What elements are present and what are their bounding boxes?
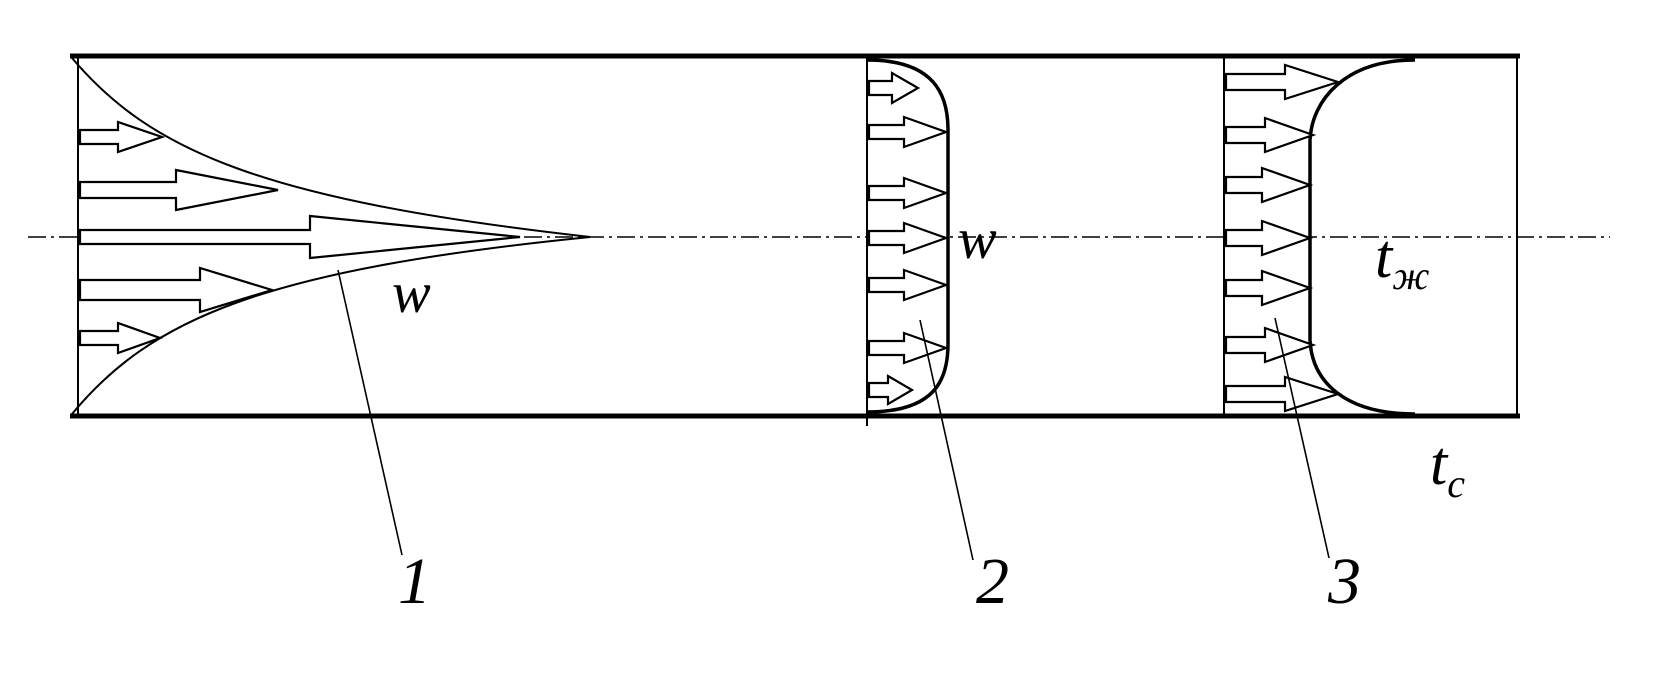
callout-1: 1 <box>398 545 431 618</box>
leader-line-3 <box>1274 317 1330 559</box>
arrow-icon <box>78 214 521 260</box>
profile-3-arrows <box>1224 63 1342 413</box>
profile-1-arrows <box>78 120 521 355</box>
callout-2: 2 <box>976 545 1009 618</box>
velocity-label-2: w <box>958 206 997 271</box>
boundary-layer-lower <box>71 236 591 415</box>
arrow-icon <box>1224 63 1342 101</box>
arrow-icon <box>867 71 921 105</box>
fluid-temperature-subscript: ж <box>1392 253 1429 298</box>
arrow-icon <box>1224 326 1317 364</box>
arrow-icon <box>867 331 950 365</box>
fluid-temperature-base: t <box>1375 223 1394 291</box>
arrow-icon <box>78 321 164 355</box>
arrow-icon <box>1224 269 1314 307</box>
section-lines <box>77 56 1518 426</box>
velocity-profile-2-curve <box>866 58 950 414</box>
arrow-icon <box>867 268 950 302</box>
arrow-icon <box>867 374 915 406</box>
leader-line-1 <box>337 269 403 556</box>
arrow-icon <box>78 168 279 212</box>
boundary-layer-upper <box>71 57 591 238</box>
wall-temperature-label: tc <box>1430 430 1465 506</box>
wall-temperature-base: t <box>1430 430 1449 498</box>
arrow-icon <box>867 115 950 149</box>
arrow-icon <box>867 221 950 255</box>
profile-2-arrows <box>867 71 950 406</box>
fluid-temperature-label: tж <box>1375 223 1429 298</box>
temperature-profile-3-curve <box>1308 58 1416 416</box>
leader-line-2 <box>919 319 974 561</box>
arrow-icon <box>1224 375 1342 413</box>
arrow-icon <box>78 266 276 314</box>
arrow-icon <box>867 176 950 210</box>
callout-3: 3 <box>1327 545 1361 618</box>
arrow-icon <box>1224 116 1317 154</box>
arrow-icon <box>78 120 166 154</box>
velocity-label-1: w <box>392 260 431 325</box>
wall-temperature-subscript: c <box>1447 461 1465 506</box>
pipe-walls <box>70 53 1520 419</box>
arrow-icon <box>1224 166 1314 204</box>
leader-lines <box>337 269 1330 561</box>
boundary-layer-curves <box>71 57 591 415</box>
arrow-icon <box>1224 219 1314 257</box>
